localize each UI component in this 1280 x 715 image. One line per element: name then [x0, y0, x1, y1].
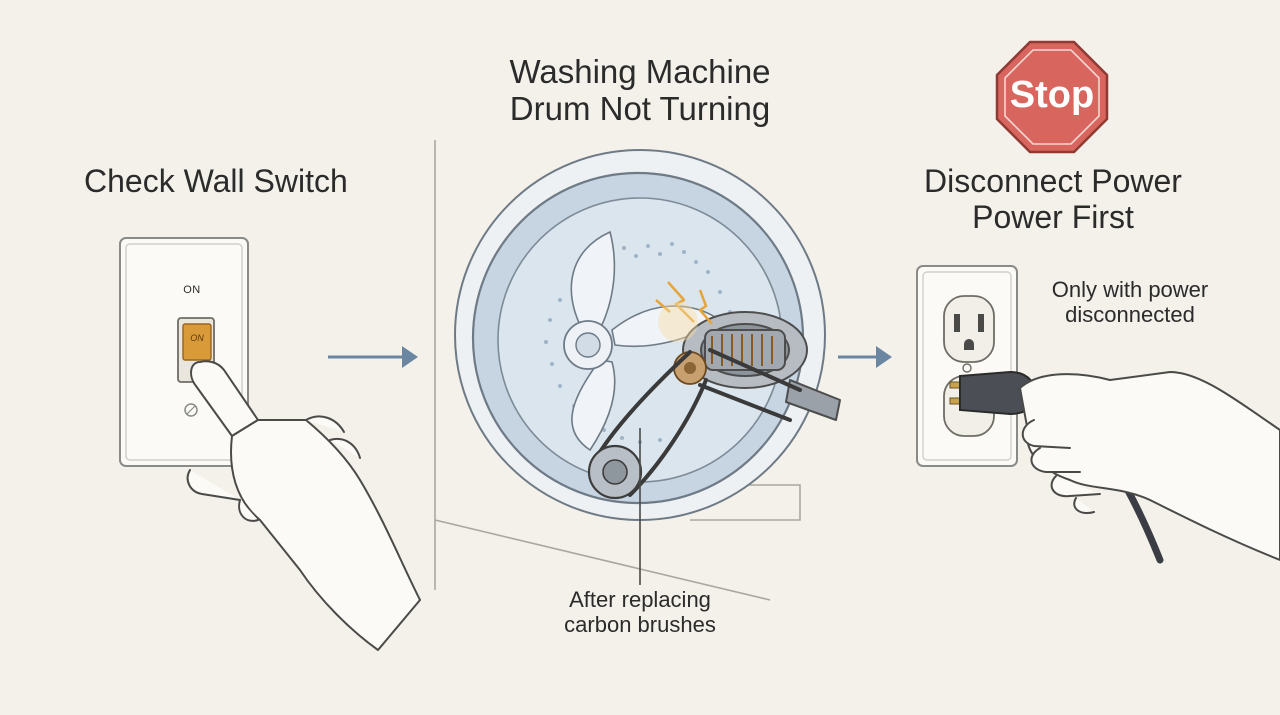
stop-sign-icon	[995, 40, 1109, 154]
hand-unplugging	[1019, 371, 1280, 561]
step3-label: Disconnect Power Power First	[900, 163, 1206, 236]
safety-note-line-2: disconnected	[1065, 301, 1195, 327]
safety-note-line-1: Only with power	[1051, 277, 1209, 302]
caption-line-1: After replacing	[569, 587, 711, 612]
title-line-2: Drum Not Turning	[509, 89, 771, 127]
spark-icon	[655, 281, 713, 342]
wall-outlet	[916, 265, 1018, 467]
washer-drum	[454, 149, 826, 521]
arrow-step1-to-step2	[328, 346, 418, 368]
step1-label: Check Wall Switch	[84, 163, 348, 199]
caption-line-2: carbon brushes	[564, 611, 716, 637]
toggle-on-text: ON	[190, 333, 204, 343]
safety-note: Only with power disconnected	[1030, 277, 1230, 327]
switch-state-label: ON	[183, 284, 201, 296]
step2-caption: After replacing carbon brushes	[520, 587, 760, 637]
stop-sign-text: Stop	[1009, 74, 1095, 116]
step3-label-line-1: Disconnect Power	[924, 163, 1182, 199]
arrow-step2-to-step3	[838, 346, 892, 368]
page-title: Washing Machine Drum Not Turning	[480, 53, 800, 128]
title-line-1: Washing Machine	[509, 53, 771, 90]
step3-label-line-2: Power First	[972, 198, 1134, 235]
hand-pressing-switch	[186, 360, 421, 651]
drum-pulley	[587, 444, 643, 500]
